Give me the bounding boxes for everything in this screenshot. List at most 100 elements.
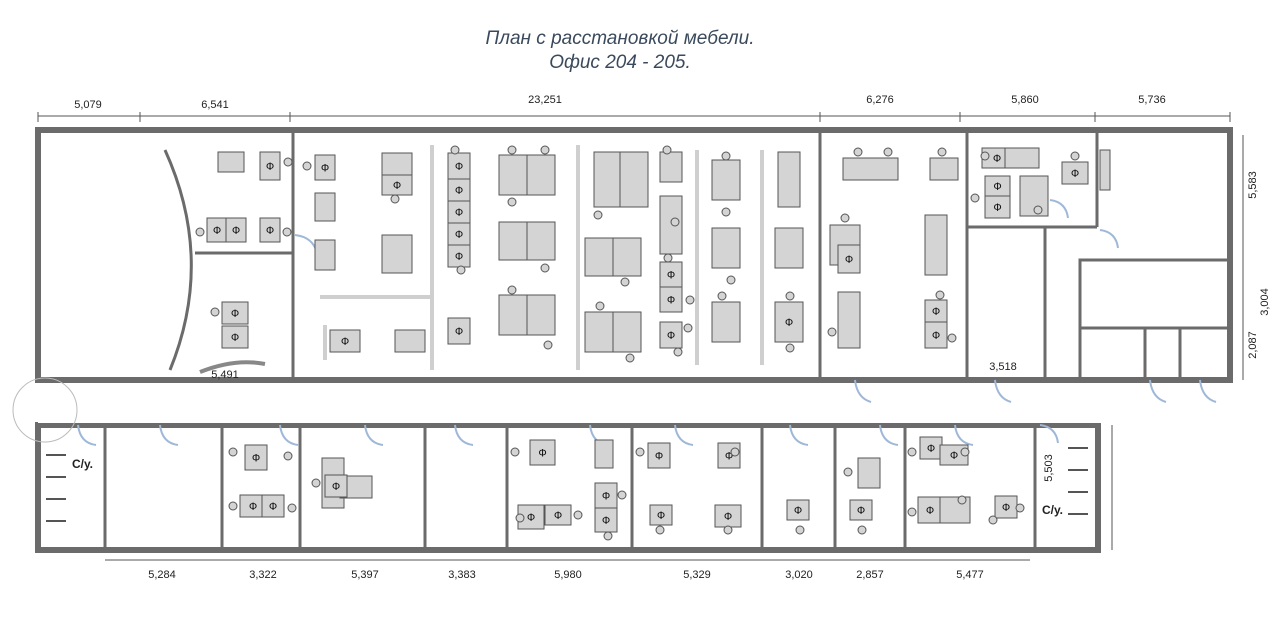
safe-label: Ф bbox=[857, 505, 865, 517]
desk bbox=[647, 442, 671, 469]
safe-label: Ф bbox=[667, 330, 675, 342]
desk bbox=[498, 221, 528, 261]
safe-label: Ф bbox=[932, 306, 940, 318]
chair bbox=[283, 157, 293, 167]
chair bbox=[450, 145, 460, 155]
desk bbox=[221, 301, 249, 325]
corridor-fill bbox=[38, 383, 1230, 423]
dim-top-4: 6,276 bbox=[866, 94, 894, 106]
wc-right-fixtures bbox=[1068, 447, 1088, 515]
desk bbox=[314, 239, 336, 271]
chair bbox=[507, 197, 517, 207]
safe-label: Ф bbox=[554, 510, 562, 522]
chair bbox=[507, 285, 517, 295]
dim-labels: 5,079 6,541 23,251 6,276 5,860 5,736 5,5… bbox=[74, 94, 1271, 581]
desk bbox=[849, 499, 873, 521]
dim-top-6: 5,736 bbox=[1138, 94, 1166, 106]
safe-label: Ф bbox=[845, 254, 853, 266]
desk bbox=[447, 317, 471, 345]
safe-label: Ф bbox=[655, 451, 663, 463]
reception-counter bbox=[199, 360, 266, 374]
dim-top-2: 6,541 bbox=[201, 99, 229, 111]
chair bbox=[840, 213, 850, 223]
chair bbox=[573, 510, 583, 520]
chair bbox=[456, 265, 466, 275]
chair bbox=[937, 147, 947, 157]
curved-wall bbox=[163, 149, 193, 371]
safe-label: Ф bbox=[455, 185, 463, 197]
safe-label: Ф bbox=[527, 512, 535, 524]
chair bbox=[1070, 151, 1080, 161]
dim-bottom-7: 3,020 bbox=[785, 569, 813, 581]
chair bbox=[723, 525, 733, 535]
dim-right-2: 3,004 bbox=[1259, 288, 1271, 316]
wc-left-fixtures bbox=[46, 454, 66, 522]
chair bbox=[507, 145, 517, 155]
desk bbox=[711, 227, 741, 269]
chair bbox=[543, 340, 553, 350]
desk bbox=[381, 234, 413, 274]
desk bbox=[259, 217, 281, 243]
chair bbox=[670, 217, 680, 227]
safe-label: Ф bbox=[1071, 168, 1079, 180]
chair bbox=[540, 263, 550, 273]
safe-label: Ф bbox=[266, 225, 274, 237]
desk bbox=[498, 294, 528, 336]
desk bbox=[526, 221, 556, 261]
safe-label: Ф bbox=[725, 451, 733, 463]
desk bbox=[324, 474, 348, 498]
safe-label: Ф bbox=[785, 317, 793, 329]
desk bbox=[774, 227, 804, 269]
chair bbox=[685, 295, 695, 305]
desk bbox=[259, 151, 281, 181]
dimension-lines bbox=[37, 112, 1244, 561]
safe-label: Ф bbox=[993, 181, 1001, 193]
desk bbox=[381, 152, 413, 176]
plan-title-line1: План с расстановкой мебели. bbox=[485, 28, 755, 49]
safe-label: Ф bbox=[602, 515, 610, 527]
chair bbox=[673, 347, 683, 357]
desk bbox=[711, 301, 741, 343]
chair bbox=[970, 193, 980, 203]
chair bbox=[717, 291, 727, 301]
safe-label: Ф bbox=[794, 505, 802, 517]
chair bbox=[655, 525, 665, 535]
desk bbox=[261, 494, 285, 518]
chair bbox=[228, 501, 238, 511]
dim-top-1: 5,079 bbox=[74, 99, 102, 111]
safe-label: Ф bbox=[932, 330, 940, 342]
desk bbox=[659, 151, 683, 183]
safe-label: Ф bbox=[393, 180, 401, 192]
chair bbox=[883, 147, 893, 157]
safe-label: Ф bbox=[926, 505, 934, 517]
chair bbox=[540, 145, 550, 155]
chair bbox=[593, 210, 603, 220]
chair bbox=[311, 478, 321, 488]
desk bbox=[594, 439, 614, 469]
desk bbox=[917, 496, 943, 524]
safe-label: Ф bbox=[950, 450, 958, 462]
safe-label: Ф bbox=[602, 491, 610, 503]
safe-label: Ф bbox=[252, 453, 260, 465]
dim-right-lower: 5,503 bbox=[1043, 454, 1055, 482]
desk bbox=[1061, 161, 1089, 185]
chair bbox=[603, 531, 613, 541]
plan-title-line2: Офис 204 - 205. bbox=[549, 52, 691, 73]
dim-top-5: 5,860 bbox=[1011, 94, 1039, 106]
chair bbox=[785, 343, 795, 353]
chair bbox=[980, 151, 990, 161]
desk bbox=[619, 151, 649, 208]
chair bbox=[515, 513, 525, 523]
chair bbox=[195, 227, 205, 237]
safe-label: Ф bbox=[927, 443, 935, 455]
safe-label: Ф bbox=[993, 153, 1001, 165]
chair bbox=[853, 147, 863, 157]
safe-label: Ф bbox=[455, 207, 463, 219]
desk bbox=[244, 444, 268, 471]
desk bbox=[924, 321, 948, 349]
desk bbox=[774, 301, 804, 343]
safe-label: Ф bbox=[667, 270, 675, 282]
desk bbox=[612, 311, 642, 353]
